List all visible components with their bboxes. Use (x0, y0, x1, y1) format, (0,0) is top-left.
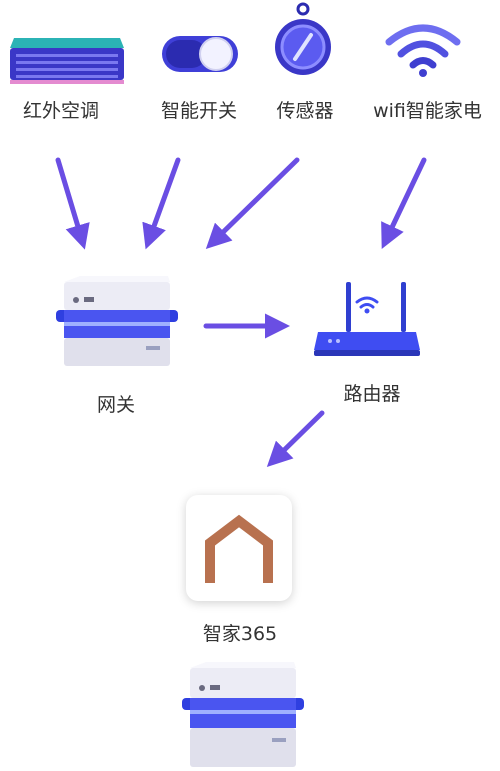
router-label: 路由器 (343, 383, 401, 405)
arrow-router-to-app (266, 410, 325, 467)
arrow-sensor-to-gateway (205, 157, 300, 249)
app-card[interactable] (186, 495, 292, 601)
arrow-switch-to-gateway (142, 157, 181, 250)
gateway-server-icon-bottom (176, 660, 308, 767)
gateway-label: 网关 (96, 394, 135, 416)
wifi-icon (385, 22, 461, 78)
arrow-wifi-to-router (381, 157, 427, 250)
smart-switch-icon (160, 30, 240, 78)
app-label: 智家365 (202, 623, 278, 645)
router-icon (312, 268, 422, 360)
arrow-ac-to-gateway (55, 157, 90, 250)
device-label-wifi: wifi智能家电 (373, 100, 482, 122)
device-label-sensor: 传感器 (276, 100, 334, 122)
device-label-ac: 红外空调 (22, 100, 99, 122)
sensor-icon (273, 2, 333, 84)
air-conditioner-icon (8, 30, 126, 86)
device-label-switch: 智能开关 (160, 100, 237, 122)
gateway-server-icon (50, 274, 182, 372)
home-logo-icon (202, 513, 276, 587)
